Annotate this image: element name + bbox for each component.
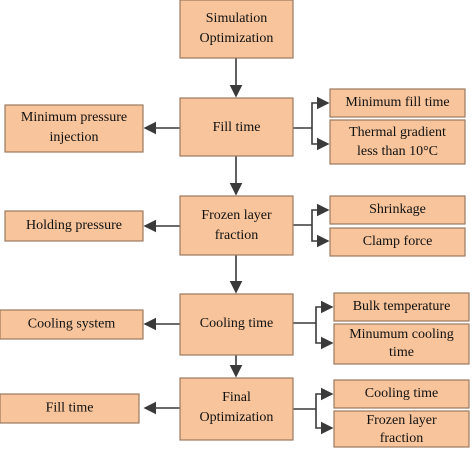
node-fill-time-center-line-1: Fill time (213, 120, 261, 135)
node-cooling-time-center-line-1: Cooling time (200, 316, 274, 331)
node-frozen-layer-fraction-right: Frozen layer fraction (333, 410, 470, 448)
node-fill-time-center: Fill time (179, 97, 294, 157)
node-minimum-pressure-injection-line-2: injection (50, 130, 99, 145)
node-clamp-force: Clamp force (329, 227, 466, 257)
node-minimum-fill-time-line-1: Minimum fill time (345, 95, 449, 110)
arrow-to-frozen-layer-right (315, 409, 334, 435)
arrow-to-clamp-force (311, 225, 330, 248)
node-clamp-force-line-1: Clamp force (363, 234, 433, 249)
node-holding-pressure-line-1: Holding pressure (26, 218, 122, 233)
node-minimum-cooling-time-line-1: Minumum cooling (349, 327, 454, 342)
node-frozen-layer-fraction-center-line-2: fraction (215, 228, 259, 243)
node-minimum-fill-time: Minimum fill time (329, 88, 466, 118)
node-thermal-gradient-line-2: less than 10°C (357, 144, 438, 159)
node-minimum-cooling-time-line-2: time (389, 345, 414, 360)
node-cooling-system-line-1: Cooling system (28, 317, 116, 332)
connectors (143, 58, 334, 435)
node-final-optimization: Final Optimization (179, 377, 294, 441)
node-fill-time-left: Fill time (0, 393, 140, 424)
node-bulk-temperature: Bulk temperature (333, 292, 470, 322)
node-minimum-pressure-injection-line-1: Minimum pressure (21, 110, 127, 125)
arrow-to-cooling-time-right (315, 387, 334, 409)
node-minimum-pressure-injection: Minimum pressure injection (4, 104, 144, 153)
arrow-to-minimum-fill-time (311, 96, 330, 128)
node-cooling-time-center: Cooling time (179, 293, 294, 356)
node-frozen-layer-fraction-center: Frozen layer fraction (179, 195, 294, 256)
node-minimum-cooling-time: Minumum cooling time (333, 323, 470, 365)
arrow-to-shrinkage (311, 203, 330, 225)
node-final-optimization-line-1: Final (222, 390, 251, 405)
node-thermal-gradient: Thermal gradient less than 10°C (329, 119, 466, 165)
node-frozen-layer-fraction-right-line-1: Frozen layer (366, 413, 437, 428)
arrow-to-thermal-gradient (311, 128, 330, 151)
node-shrinkage-line-1: Shrinkage (369, 202, 426, 217)
arrow-to-bulk-temperature (315, 300, 334, 323)
node-fill-time-left-line-1: Fill time (46, 401, 94, 416)
node-bulk-temperature-line-1: Bulk temperature (353, 299, 451, 314)
node-simulation-optimization-line-1: Simulation (206, 11, 267, 26)
node-simulation-optimization-line-2: Optimization (200, 31, 274, 46)
node-holding-pressure: Holding pressure (4, 210, 144, 242)
node-thermal-gradient-line-1: Thermal gradient (349, 125, 446, 140)
node-frozen-layer-fraction-right-line-2: fraction (380, 431, 424, 446)
node-cooling-time-right: Cooling time (333, 379, 470, 409)
node-shrinkage: Shrinkage (329, 195, 466, 225)
node-cooling-system: Cooling system (0, 309, 144, 340)
node-final-optimization-line-2: Optimization (200, 410, 274, 425)
node-simulation-optimization: Simulation Optimization (179, 0, 294, 59)
node-cooling-time-right-line-1: Cooling time (365, 386, 439, 401)
node-frozen-layer-fraction-center-line-1: Frozen layer (201, 208, 272, 223)
arrow-to-minimum-cooling-time (315, 323, 334, 350)
